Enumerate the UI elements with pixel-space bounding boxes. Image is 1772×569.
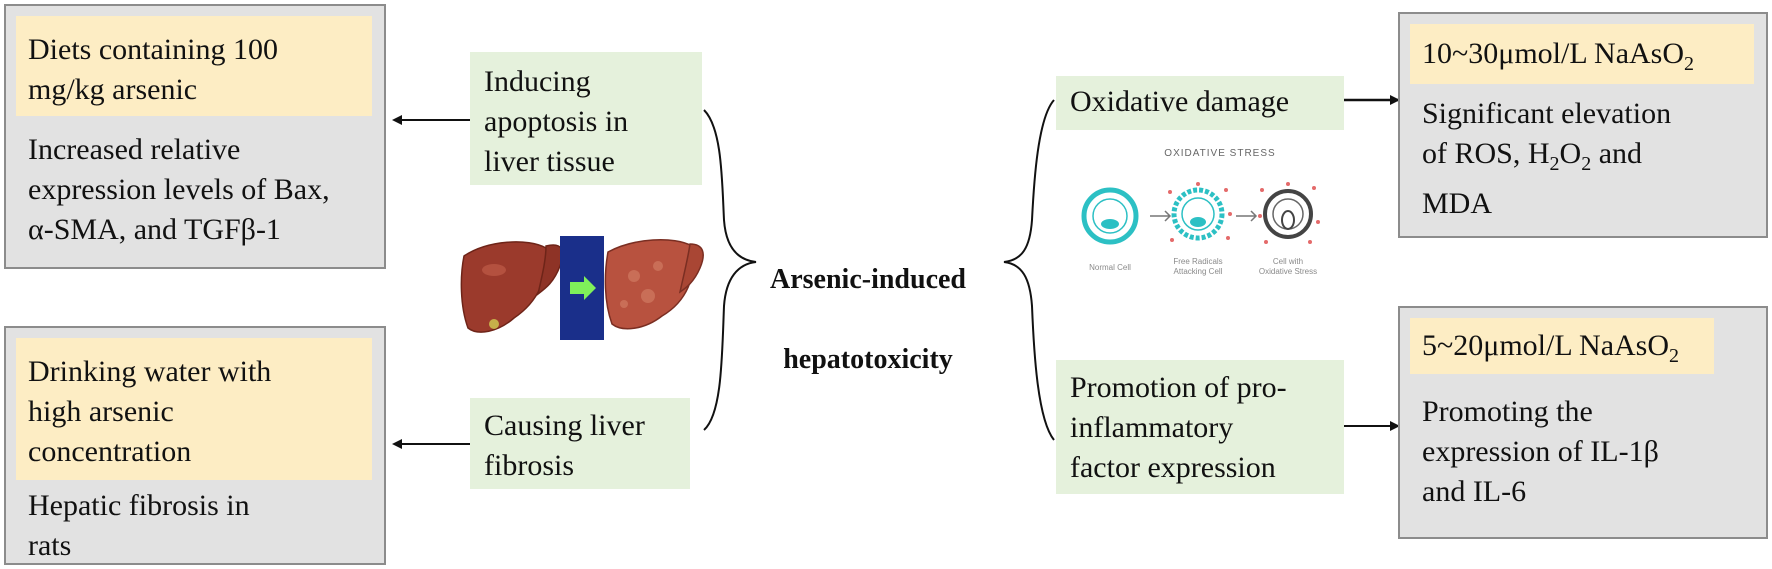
left-top-condition: Diets containing 100 mg/kg arsenic — [16, 16, 372, 116]
fibrosis-spot — [641, 289, 655, 303]
right-bottom-condition-text: 5~20μmol/L NaAsO — [1422, 329, 1670, 362]
attacked-cell-label-2: Attacking Cell — [1174, 267, 1223, 276]
right-top-effect-subscript: 2 — [1549, 153, 1560, 175]
right-brace — [1003, 99, 1055, 441]
right-top-effect-line-1: Significant elevation — [1422, 97, 1672, 130]
left-brace — [703, 109, 757, 431]
oxidative-stress-figure: OXIDATIVE STRESS Normal Cell Free Radica… — [1081, 148, 1320, 276]
healthy-liver-right-lobe — [460, 241, 548, 333]
fibrosis-spot — [628, 270, 640, 282]
healthy-liver-gallbladder — [489, 319, 499, 329]
right-top-effect-text: of ROS, H — [1422, 137, 1550, 170]
left-top-result-box: Diets containing 100 mg/kg arsenic Incre… — [4, 4, 386, 269]
stressed-cell-icon — [1258, 182, 1320, 244]
attacked-cell-label-1: Free Radicals — [1173, 257, 1222, 266]
left-top-effect: Increased relative expression levels of … — [28, 133, 330, 246]
right-top-effect: Significant elevation of ROS, H2O2 and M… — [1422, 94, 1762, 224]
right-top-condition-text: 10~30μmol/L NaAsO — [1422, 37, 1685, 70]
right-top-effect-text: and — [1591, 137, 1643, 170]
flow-arrow-icon — [1150, 210, 1172, 222]
left-bottom-effect: Hepatic fibrosis in rats — [28, 489, 250, 562]
right-top-effect-line-2: of ROS, H2O2 and — [1422, 134, 1762, 184]
right-top-condition: 10~30μmol/L NaAsO2 — [1410, 24, 1754, 84]
normal-cell-label: Normal Cell — [1089, 263, 1131, 272]
fibrotic-liver-left-lobe — [678, 243, 704, 294]
right-top-effect-line-3: MDA — [1422, 187, 1493, 220]
left-bottom-mechanism: Causing liver fibrosis — [470, 398, 690, 489]
right-bottom-mechanism: Promotion of pro- inflammatory factor ex… — [1056, 360, 1344, 494]
center-title: Arsenic-induced hepatotoxicity — [740, 220, 996, 375]
right-top-condition-subscript: 2 — [1684, 53, 1695, 75]
healthy-liver-highlight — [482, 264, 506, 276]
oxidative-stress-title: OXIDATIVE STRESS — [1164, 148, 1275, 159]
right-top-result-box: 10~30μmol/L NaAsO2 Significant elevation… — [1398, 12, 1768, 238]
left-top-mechanism: Inducing apoptosis in liver tissue — [470, 52, 702, 185]
fibrotic-liver-right-lobe — [604, 239, 695, 330]
right-bottom-condition-subscript: 2 — [1669, 345, 1680, 367]
right-bottom-condition: 5~20μmol/L NaAsO2 — [1410, 318, 1714, 374]
stressed-cell-label-1: Cell with — [1273, 257, 1303, 266]
attacked-cell-icon — [1168, 182, 1232, 242]
right-top-effect-subscript: 2 — [1581, 153, 1592, 175]
right-bottom-effect: Promoting the expression of IL-1β and IL… — [1422, 395, 1659, 508]
liver-illustration — [460, 236, 704, 340]
fibrosis-spot — [620, 300, 628, 308]
normal-cell-icon — [1081, 187, 1139, 245]
stressed-cell-label-2: Oxidative Stress — [1259, 267, 1317, 276]
left-bottom-condition: Drinking water with high arsenic concent… — [16, 338, 372, 480]
transition-arrow-icon — [570, 276, 596, 300]
right-bottom-result-box: 5~20μmol/L NaAsO2 Promoting the expressi… — [1398, 306, 1768, 539]
healthy-liver-image — [460, 241, 564, 333]
fibrosis-spot — [653, 261, 663, 271]
right-top-mechanism: Oxidative damage — [1056, 76, 1344, 130]
fibrotic-liver-image — [604, 239, 704, 330]
right-top-effect-text: O — [1559, 137, 1582, 170]
left-bottom-result-box: Drinking water with high arsenic concent… — [4, 326, 386, 565]
center-title-line-1: Arsenic-induced — [770, 264, 966, 295]
flow-arrow-icon — [1236, 210, 1258, 222]
center-title-line-2: hepatotoxicity — [783, 344, 953, 375]
